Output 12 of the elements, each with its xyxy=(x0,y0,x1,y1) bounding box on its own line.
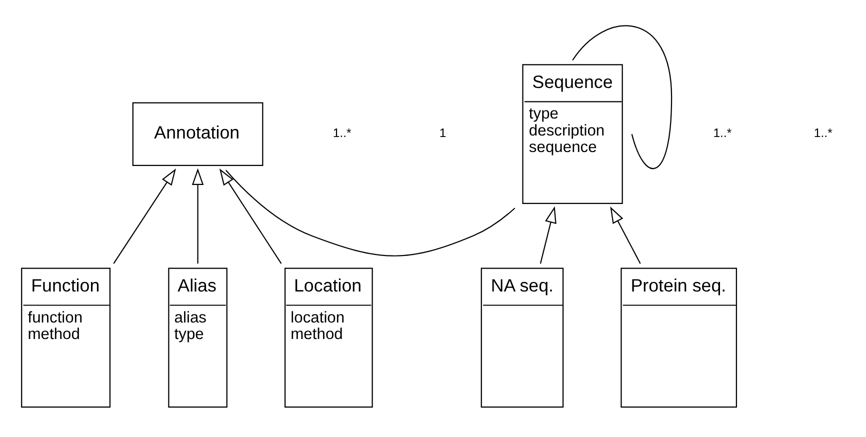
label: 1..* xyxy=(332,126,352,140)
arrow xyxy=(113,168,176,264)
label: 1..* xyxy=(713,126,732,140)
node-box: Annotation xyxy=(132,102,264,166)
arrow xyxy=(192,168,204,264)
label: 1 xyxy=(439,126,446,140)
connector xyxy=(225,170,516,256)
label: 1..* xyxy=(814,126,832,140)
arrow xyxy=(610,206,641,264)
connector xyxy=(572,25,672,169)
arrow xyxy=(219,168,282,264)
arrow xyxy=(540,206,556,264)
